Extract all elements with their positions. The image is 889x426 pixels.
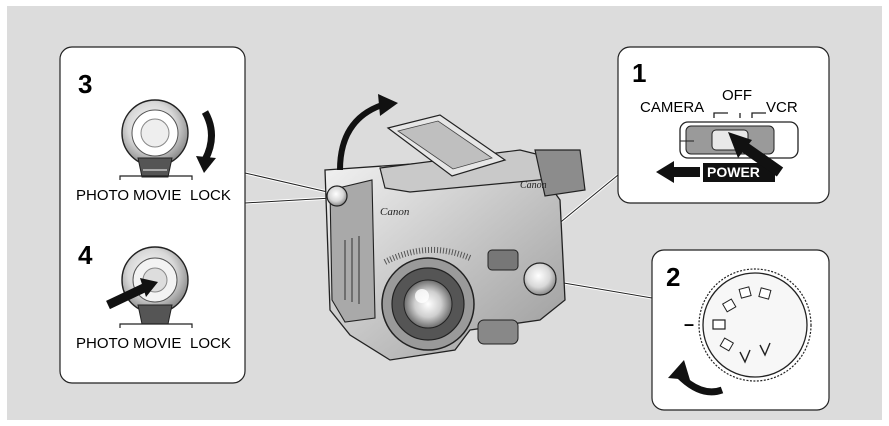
svg-text:Canon: Canon — [380, 206, 410, 218]
callout-line-step3-inner — [244, 172, 333, 194]
svg-text:Canon: Canon — [520, 180, 547, 191]
camcorder: Canon Canon — [324, 94, 586, 361]
photo-movie-lock-switch-step4 — [106, 246, 193, 328]
photo-label-step4: PHOTO — [76, 335, 130, 352]
mode-dial-illustration — [668, 268, 812, 396]
step-number-1: 1 — [632, 58, 647, 88]
step-number-2: 2 — [666, 262, 681, 292]
lock-label-step3: LOCK — [190, 187, 231, 204]
off-label: OFF — [722, 87, 752, 104]
lock-label-step4: LOCK — [190, 335, 231, 352]
step-number-3: 3 — [78, 69, 93, 99]
photo-label-step3: PHOTO — [76, 187, 130, 204]
panel-steps-3-4 — [59, 46, 246, 384]
movie-label-step4: MOVIE — [133, 335, 182, 352]
photo-movie-lock-switch-step3 — [119, 99, 216, 180]
callout-line-step4-inner — [244, 197, 333, 204]
callout-line-step2-inner — [551, 280, 653, 299]
power-label: POWER — [707, 164, 760, 180]
step-number-4: 4 — [78, 240, 93, 270]
movie-label-step3: MOVIE — [133, 187, 182, 204]
minus-label: – — [684, 314, 695, 334]
camera-label: CAMERA — [640, 99, 705, 116]
power-switch-illustration — [656, 112, 799, 183]
vcr-label: VCR — [766, 99, 798, 116]
